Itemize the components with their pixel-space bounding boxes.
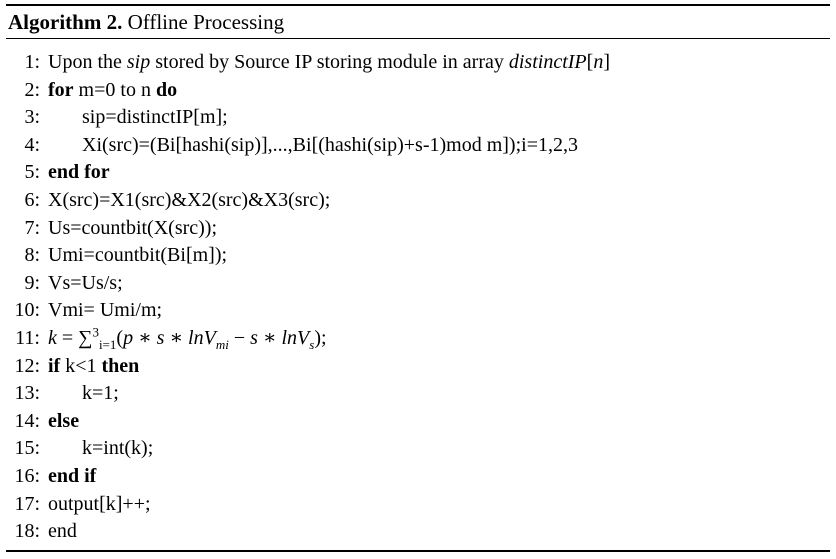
algorithm-line-10: 10: Vmi= Umi/m; [6,297,830,325]
algorithm-line-2: 2: for m=0 to n do [6,77,830,105]
line-number: 12: [14,354,40,377]
line-text: Us=countbit(X(src)); [48,216,218,239]
algorithm-line-6: 6: X(src)=X1(src)&X2(src)&X3(src); [6,187,830,215]
line-formula: k = ∑3i=1(p ∗ s ∗ lnVmi − s ∗ lnVs); [48,325,327,353]
line-number: 14: [14,409,40,432]
line-text: output[k]++; [48,492,151,515]
algorithm-line-14: 14: else [6,408,830,436]
math-op: ∗ [164,326,189,349]
algorithm-line-18: 18: end [6,518,830,546]
math-var: k [48,326,57,349]
line-number: 1: [24,51,40,73]
keyword: for [48,78,74,101]
line-text: end [48,520,77,543]
line-number: 7: [24,216,40,239]
line-text: Xi(src)=(Bi[hashi(sip)],...,Bi[(hashi(si… [82,133,578,156]
line-number: 15: [14,437,40,460]
text-run: Upon the [48,51,127,73]
math-subscript: s [309,336,315,352]
line-number: 16: [14,464,40,487]
algorithm-line-11: 11: k = ∑3i=1(p ∗ s ∗ lnVmi − s ∗ lnVs); [6,325,830,353]
algorithm-block: Algorithm 2. Offline Processing 1: Upon … [6,4,830,552]
line-number: 18: [14,520,40,543]
math-var: lnV [188,326,216,349]
line-text: for m=0 to n do [48,77,177,105]
caption-title: Offline Processing [127,10,285,34]
line-number: 6: [24,188,40,211]
keyword: if [48,354,61,377]
algorithm-caption: Algorithm 2. Offline Processing [6,6,830,38]
line-number: 11: [15,326,40,349]
sum-upper: 3 [92,324,99,340]
math-var: p [123,326,134,349]
line-text: k=1; [82,382,119,405]
math-op: ( [116,326,124,349]
top-rule [6,4,830,6]
line-text: sip=distinctIP[m]; [82,106,228,129]
italic-run: n [593,51,604,73]
line-text: Vs=Us/s; [48,271,123,294]
line-number: 17: [14,492,40,515]
math-op: = [56,326,79,349]
line-text: end if [48,464,97,487]
caption-rule [6,38,830,39]
text-run: ] [603,51,610,73]
line-number: 10: [14,299,40,322]
text-run: [ [586,51,594,73]
math-var: s [156,326,165,349]
keyword: then [101,354,140,377]
line-text: X(src)=X1(src)&X2(src)&X3(src); [48,188,331,211]
algorithm-line-7: 7: Us=countbit(X(src)); [6,215,830,243]
math-var: lnV [281,326,310,349]
italic-run: sip [126,51,151,73]
algorithm-line-4: 4: Xi(src)=(Bi[hashi(sip)],...,Bi[(hashi… [6,132,830,160]
algorithm-line-3: 3: sip=distinctIP[m]; [6,104,830,132]
line-number: 5: [24,161,40,184]
line-text: else [48,409,80,432]
line-number: 8: [24,244,40,267]
algorithm-line-12: 12: if k<1 then [6,353,830,381]
line-text: Umi=countbit(Bi[m]); [48,244,228,267]
line-number: 3: [24,106,40,129]
line-number: 4: [24,133,40,156]
line-text: Upon the sip stored by Source IP storing… [48,49,610,77]
bottom-rule [6,549,830,552]
algorithm-line-5: 5: end for [6,159,830,187]
algorithm-line-15: 15: k=int(k); [6,435,830,463]
math-op: ); [314,326,327,349]
sum-symbol: ∑ [78,326,93,349]
line-text: if k<1 then [48,353,139,381]
text-run: stored by Source IP storing module in ar… [150,51,509,73]
math-op: − [228,326,251,349]
math-op: ∗ [133,326,157,349]
sum-lower: i=1 [98,336,117,352]
text-run: k<1 [60,354,102,377]
algorithm-line-16: 16: end if [6,463,830,491]
line-number: 2: [24,78,40,101]
text-run: m=0 to n [73,78,156,101]
algorithm-line-1: 1: Upon the sip stored by Source IP stor… [6,49,830,77]
math-op: ∗ [257,326,282,349]
keyword: do [155,78,178,101]
algorithm-line-17: 17: output[k]++; [6,491,830,519]
line-text: Vmi= Umi/m; [48,299,163,322]
algorithm-line-9: 9: Vs=Us/s; [6,270,830,298]
line-text: end for [48,161,110,184]
line-number: 13: [14,382,40,405]
caption-label: Algorithm 2. [8,10,123,34]
math-var: s [250,326,258,349]
math-subscript: mi [215,336,229,352]
line-text: k=int(k); [82,437,154,460]
line-number: 9: [24,271,40,294]
algorithm-line-8: 8: Umi=countbit(Bi[m]); [6,242,830,270]
algorithm-lines: 1: Upon the sip stored by Source IP stor… [6,39,830,546]
algorithm-line-13: 13: k=1; [6,380,830,408]
italic-run: distinctIP [508,51,587,73]
